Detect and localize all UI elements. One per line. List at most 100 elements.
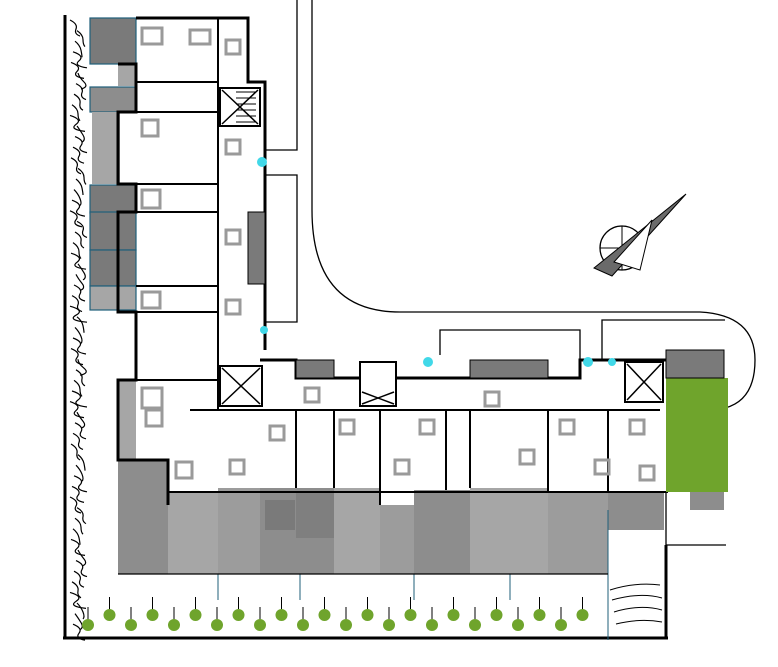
south-courtyard-paving — [118, 460, 664, 574]
contour-line — [77, 167, 87, 185]
tree-icon — [576, 609, 589, 621]
road-spur — [265, 174, 298, 323]
furniture-block — [303, 386, 321, 404]
tree-icon — [232, 609, 245, 621]
tree-row — [82, 597, 589, 631]
contour-line — [74, 613, 83, 631]
contour-line — [70, 252, 87, 270]
courtyard-edge-north — [439, 329, 581, 365]
contour-line — [73, 570, 85, 588]
west-paving-strip — [92, 64, 136, 460]
tree-icon — [533, 609, 546, 621]
tree-icon — [426, 619, 438, 631]
east-lawn-roof — [665, 349, 725, 379]
tree-icon — [125, 619, 137, 631]
contour-line — [76, 507, 87, 525]
north-arrow-icon — [593, 193, 687, 277]
east-core — [624, 361, 664, 403]
east-lawn — [666, 378, 728, 492]
furniture-block — [483, 390, 501, 408]
contour-line — [77, 263, 86, 281]
contour-line — [76, 411, 86, 429]
contour-line — [75, 178, 84, 196]
tree-icon — [318, 609, 331, 621]
courtyard-edge-east — [601, 319, 725, 360]
contour-line — [69, 114, 86, 132]
contour-line — [73, 189, 82, 207]
contour-line — [76, 30, 86, 48]
contour-line — [77, 359, 87, 376]
contour-line — [71, 199, 86, 217]
contour-line — [69, 19, 81, 37]
contour-line — [73, 379, 83, 397]
tree-icon — [512, 619, 524, 631]
contour-line — [69, 496, 82, 514]
contour-line — [73, 475, 88, 493]
tree-icon — [211, 619, 223, 631]
south-paving-divisions — [118, 510, 609, 640]
tree-icon — [297, 619, 309, 631]
contour-line — [74, 40, 83, 58]
contour-line — [70, 348, 84, 366]
tree-icon — [254, 619, 266, 631]
tree-icon — [275, 609, 288, 621]
tree-icon — [146, 609, 159, 621]
contour-line — [74, 422, 87, 440]
furniture-block — [174, 460, 194, 480]
furniture-block — [140, 386, 164, 410]
terrain-contour-lines — [69, 19, 88, 641]
street-boundary — [265, 0, 756, 546]
furniture-block — [224, 138, 242, 156]
furniture-block — [224, 228, 242, 246]
contour-line — [74, 326, 83, 344]
tree-icon — [490, 609, 503, 621]
north-road-edge — [265, 0, 298, 151]
tree-icon — [383, 619, 395, 631]
east-lawn-step — [690, 492, 724, 510]
west-terraces — [89, 17, 137, 311]
furniture-block — [558, 418, 576, 436]
contour-line — [72, 528, 81, 545]
contour-line — [76, 316, 85, 333]
property-wall — [63, 15, 668, 640]
contour-line — [72, 337, 87, 355]
contour-line — [76, 602, 85, 620]
interior-walls — [136, 18, 668, 505]
tree-icon — [168, 619, 180, 631]
furniture-block — [228, 458, 246, 476]
contour-line — [75, 464, 84, 482]
contour-line — [70, 538, 86, 556]
furniture-block — [268, 424, 286, 442]
contour-line — [75, 274, 85, 291]
furniture-block — [638, 464, 656, 482]
contour-line — [74, 136, 88, 154]
contour-line — [69, 305, 88, 323]
contour-line — [73, 284, 86, 302]
tree-icon — [361, 609, 374, 621]
furniture-block — [144, 408, 164, 428]
furniture-block — [628, 418, 646, 436]
contour-line — [73, 93, 84, 111]
tree-icon — [404, 609, 417, 621]
contour-line — [70, 443, 81, 461]
furniture-block — [140, 290, 162, 310]
contour-line — [72, 432, 84, 450]
contour-line — [76, 220, 88, 238]
contour-line — [75, 560, 88, 578]
contour-line — [69, 401, 85, 419]
middle-core — [359, 361, 397, 407]
contour-line — [70, 157, 82, 175]
furniture-block — [593, 458, 611, 476]
furniture-block — [393, 458, 411, 476]
furniture-block — [188, 28, 212, 46]
tree-icon — [340, 619, 352, 631]
contour-line — [77, 549, 87, 567]
tree-icon — [447, 609, 460, 621]
contour-line — [74, 231, 85, 249]
contour-line — [74, 517, 84, 535]
glass-markers — [257, 157, 616, 367]
elevator-icon — [359, 361, 397, 407]
contour-line — [71, 581, 82, 599]
west-core — [219, 365, 263, 407]
